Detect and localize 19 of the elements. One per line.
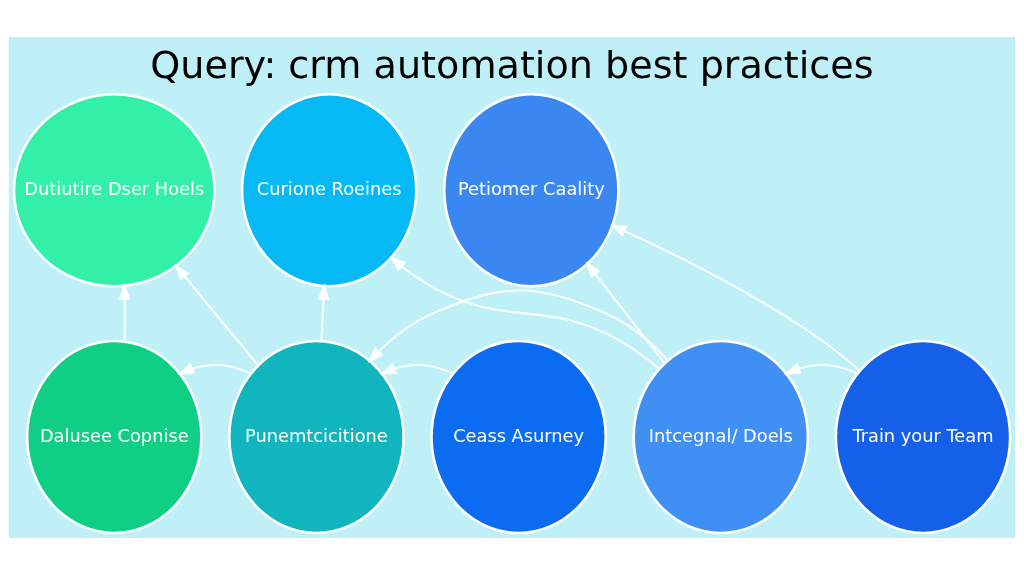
- arrow: [174, 263, 260, 366]
- arrow: [585, 260, 666, 364]
- node-circle: Dalusee Copnise: [25, 339, 203, 534]
- arrow: [177, 362, 252, 375]
- node-circle: Petiomer Caality: [442, 92, 620, 287]
- node-circle: Punemtcicitione: [228, 339, 405, 534]
- node-circle: Intcegnal/ Doels: [632, 339, 810, 534]
- node-circle: Dutiutire Dser Hoels: [12, 92, 216, 287]
- node-circle: Ceass Asurney: [430, 339, 607, 534]
- arrow: [389, 255, 661, 370]
- arrow: [118, 282, 131, 342]
- arrow: [379, 362, 454, 375]
- arrow: [784, 362, 858, 375]
- arrow: [610, 224, 861, 372]
- arrow: [317, 282, 330, 342]
- node-circle: Curione Roeines: [240, 92, 418, 287]
- node-circle: Train your Team: [834, 339, 1012, 534]
- arrow: [367, 288, 669, 363]
- diagram-title: Query: crm automation best practices: [150, 42, 874, 87]
